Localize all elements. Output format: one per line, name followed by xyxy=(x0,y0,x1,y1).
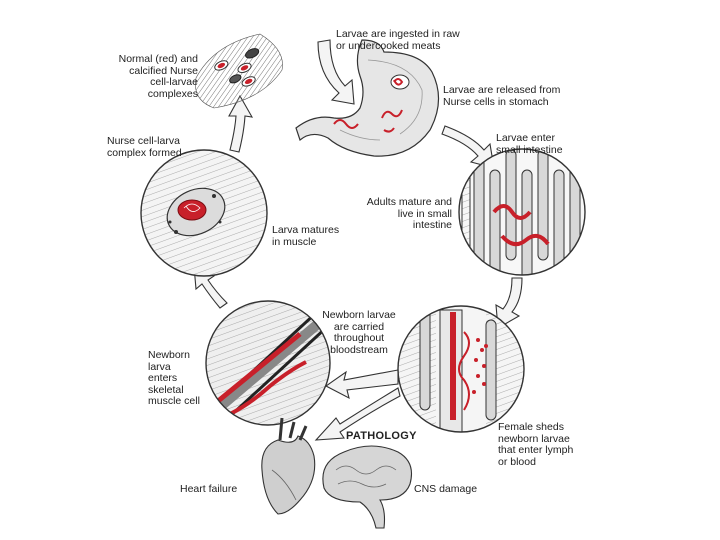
label-cns-damage: CNS damage xyxy=(414,483,478,495)
nurse-cell-complex-illustration xyxy=(140,149,268,277)
calcified-cysts-illustration xyxy=(195,33,283,109)
brain-illustration xyxy=(322,445,413,529)
stomach-illustration xyxy=(295,39,440,157)
label-adults-mature: Adults mature and live in small intestin… xyxy=(366,196,452,231)
label-newborn-carried: Newborn larvae are carried throughout bl… xyxy=(322,309,396,356)
label-newborn-enters-muscle: Newborn larva enters skeletal muscle cel… xyxy=(148,349,200,407)
label-heart-failure: Heart failure xyxy=(180,483,238,495)
muscle-cell-invasion-illustration xyxy=(205,300,331,426)
label-calcified-complexes: Normal (red) and calcified Nurse cell-la… xyxy=(118,53,198,100)
intestine-villi-illustration xyxy=(458,148,586,276)
heart-illustration xyxy=(261,417,316,515)
label-enter-intestine: Larvae enter small intestine xyxy=(496,132,563,156)
label-released: Larvae are released from Nurse cells in … xyxy=(443,84,561,108)
label-pathology: PATHOLOGY xyxy=(346,430,417,442)
label-complex-formed: Nurse cell-larva complex formed xyxy=(107,135,182,159)
label-larva-matures: Larva matures in muscle xyxy=(272,224,340,248)
label-female-sheds: Female sheds newborn larvae that enter l… xyxy=(498,421,574,468)
label-ingested: Larvae are ingested in raw or undercooke… xyxy=(336,28,460,52)
